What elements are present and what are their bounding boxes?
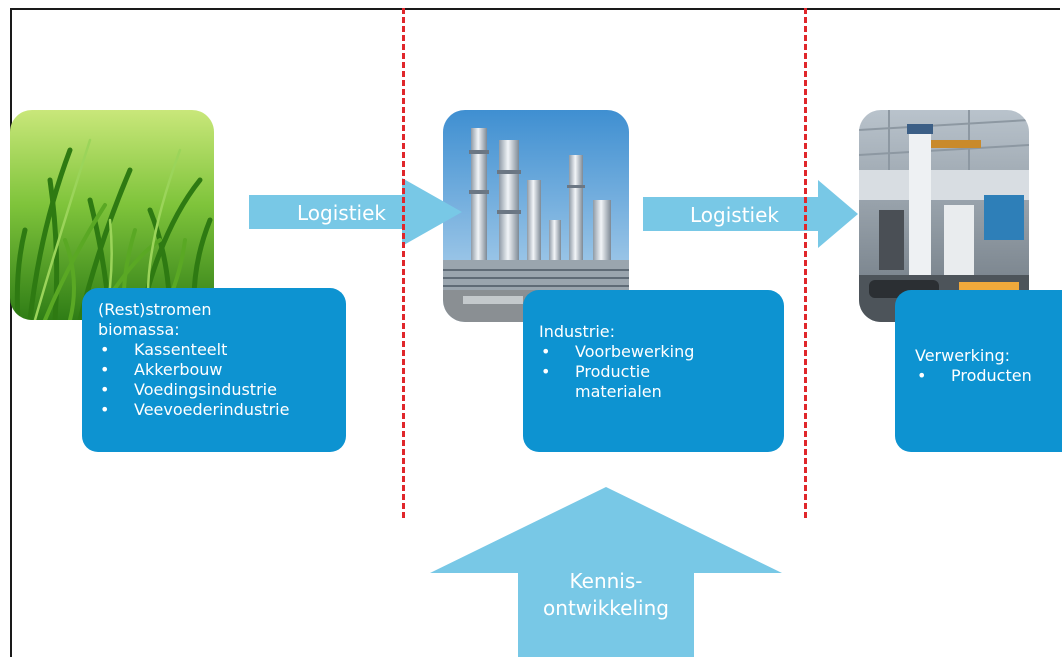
biomass-list: Kassenteelt Akkerbouw Voedingsindustrie … (98, 340, 330, 420)
list-item: Productie materialen (539, 362, 685, 402)
knowledge-label: Kennis- ontwikkeling (518, 568, 694, 622)
stage-divider-1 (402, 8, 405, 518)
logistics-label-1: Logistiek (297, 201, 386, 225)
logistics-label-2: Logistiek (690, 203, 779, 227)
knowledge-label-line2: ontwikkeling (543, 596, 669, 620)
stage-divider-2 (804, 8, 807, 518)
knowledge-arrow (430, 487, 782, 657)
biomass-title-line2: biomassa: (98, 320, 180, 339)
industry-list: Voorbewerking Productie materialen (539, 342, 768, 402)
biomass-box: (Rest)stromen biomassa: Kassenteelt Akke… (82, 288, 346, 452)
processing-title: Verwerking: (915, 346, 1011, 365)
biomass-title-line1: (Rest)stromen (98, 300, 212, 319)
list-item: Kassenteelt (98, 340, 330, 360)
list-item: Veevoederindustrie (98, 400, 330, 420)
list-item: Akkerbouw (98, 360, 330, 380)
processing-box: Verwerking: Producten (895, 290, 1062, 452)
industry-title: Industrie: (539, 322, 616, 341)
industry-box: Industrie: Voorbewerking Productie mater… (523, 290, 784, 452)
list-item: Voedingsindustrie (98, 380, 330, 400)
refinery-photo (443, 110, 629, 322)
processing-list: Producten (915, 366, 1062, 386)
logistics-arrow-1 (249, 178, 462, 246)
list-item: Voorbewerking (539, 342, 768, 362)
slide-frame (10, 8, 1060, 657)
knowledge-label-line1: Kennis- (569, 569, 643, 593)
list-item: Producten (915, 366, 1062, 386)
